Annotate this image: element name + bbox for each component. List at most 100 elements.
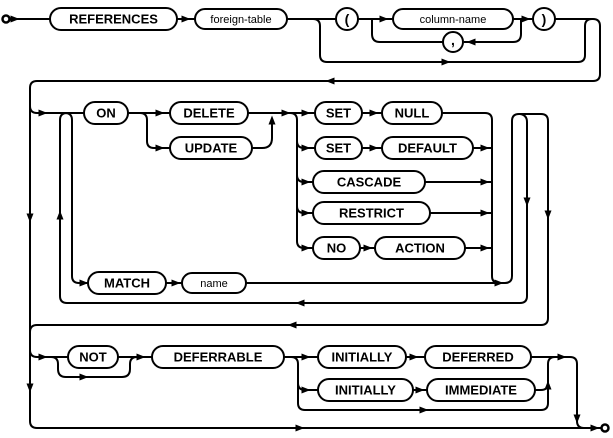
connector-line-40 [531, 356, 585, 429]
arrowhead-33 [38, 353, 48, 361]
arrowhead-16 [301, 244, 311, 252]
arrowhead-7 [38, 109, 48, 117]
arrowhead-17 [369, 109, 379, 117]
arrowhead-42 [573, 414, 581, 424]
arrowhead-44 [295, 424, 305, 432]
connector-line-27 [64, 112, 88, 284]
arrowhead-38 [409, 353, 419, 361]
arrowhead-4 [466, 38, 476, 46]
arrowhead-45 [419, 406, 429, 414]
connector-line-6 [29, 106, 601, 429]
arrowhead-9 [155, 144, 165, 152]
node-label-name: name [200, 278, 228, 290]
arrowhead-39 [415, 386, 425, 394]
arrowhead-43 [26, 383, 34, 393]
node-column-name [392, 8, 514, 30]
connector-line-12 [139, 112, 170, 149]
node-initially-2 [317, 378, 414, 402]
node-match [87, 271, 167, 295]
connector-line-5 [29, 18, 601, 106]
node-label-column-name: column-name [420, 14, 487, 26]
arrowhead-32 [287, 321, 297, 329]
node-end-terminal [600, 423, 610, 433]
node-foreign-table [194, 8, 288, 30]
node-action [374, 236, 466, 260]
node-label-deferrable: DEFERRABLE [174, 350, 263, 365]
node-not [67, 345, 119, 369]
arrowhead-29 [56, 210, 64, 220]
arrowhead-34 [79, 373, 89, 381]
arrowhead-13 [301, 144, 311, 152]
node-label-default: DEFAULT [398, 141, 457, 156]
connector-line-7 [29, 105, 84, 114]
arrowhead-5 [441, 58, 451, 66]
node-name [181, 272, 247, 294]
arrowhead-11 [281, 109, 291, 117]
node-open-paren [335, 7, 359, 31]
arrowhead-6 [325, 77, 335, 85]
connector-line-10 [312, 18, 593, 63]
arrowhead-25 [171, 279, 181, 287]
arrowhead-0 [10, 15, 20, 23]
node-label-cascade: CASCADE [337, 175, 402, 190]
node-set-2 [314, 136, 363, 160]
node-null [381, 101, 443, 125]
arrowhead-41 [557, 353, 567, 361]
node-set-1 [314, 101, 363, 125]
connector-line-37 [297, 382, 318, 391]
node-start-terminal [1, 14, 11, 24]
connector-line-9 [371, 19, 443, 43]
arrowhead-15 [301, 209, 311, 217]
arrowhead-2 [379, 15, 389, 23]
arrowhead-14 [301, 178, 311, 186]
arrowhead-28 [544, 210, 552, 220]
arrowhead-46 [590, 424, 600, 432]
arrowhead-20 [480, 144, 490, 152]
connector-line-32 [29, 349, 68, 358]
arrowhead-1 [181, 15, 191, 23]
node-close-paren [532, 7, 556, 31]
arrowhead-18 [369, 144, 379, 152]
node-on [83, 101, 129, 125]
node-label-no: NO [327, 241, 347, 256]
arrowhead-36 [301, 353, 311, 361]
node-label-not: NOT [79, 350, 107, 365]
connector-line-8 [464, 19, 522, 43]
node-label-comma: , [451, 32, 455, 48]
arrowhead-10 [268, 115, 276, 125]
node-label-initially-2: INITIALLY [335, 383, 396, 398]
node-default [381, 136, 474, 160]
arrowhead-24 [79, 279, 89, 287]
node-initially-1 [317, 345, 407, 369]
connector-line-14 [252, 122, 273, 149]
arrowhead-26 [494, 279, 504, 287]
node-references [49, 7, 178, 31]
node-label-immediate: IMMEDIATE [445, 383, 517, 398]
node-delete [169, 101, 249, 125]
node-label-action: ACTION [395, 241, 445, 256]
arrowhead-23 [480, 244, 490, 252]
node-immediate [426, 378, 536, 402]
arrowhead-12 [301, 109, 311, 117]
arrowhead-27 [523, 197, 531, 207]
connector-line-15 [289, 112, 313, 249]
arrowhead-30 [26, 213, 34, 223]
node-cascade [312, 170, 426, 194]
node-label-delete: DELETE [183, 106, 235, 121]
node-label-set-1: SET [326, 106, 351, 121]
node-label-restrict: RESTRICT [339, 206, 404, 221]
node-label-update: UPDATE [185, 141, 238, 156]
arrowhead-35 [136, 353, 146, 361]
node-label-on: ON [96, 106, 116, 121]
node-label-initially-1: INITIALLY [332, 350, 393, 365]
arrowhead-21 [480, 178, 490, 186]
node-no [312, 236, 361, 260]
node-update [169, 136, 253, 160]
arrowhead-31 [295, 299, 305, 307]
arrowhead-3 [521, 15, 531, 23]
connector-line-31 [59, 112, 528, 304]
node-label-set-2: SET [326, 141, 351, 156]
arrowhead-37 [301, 386, 311, 394]
